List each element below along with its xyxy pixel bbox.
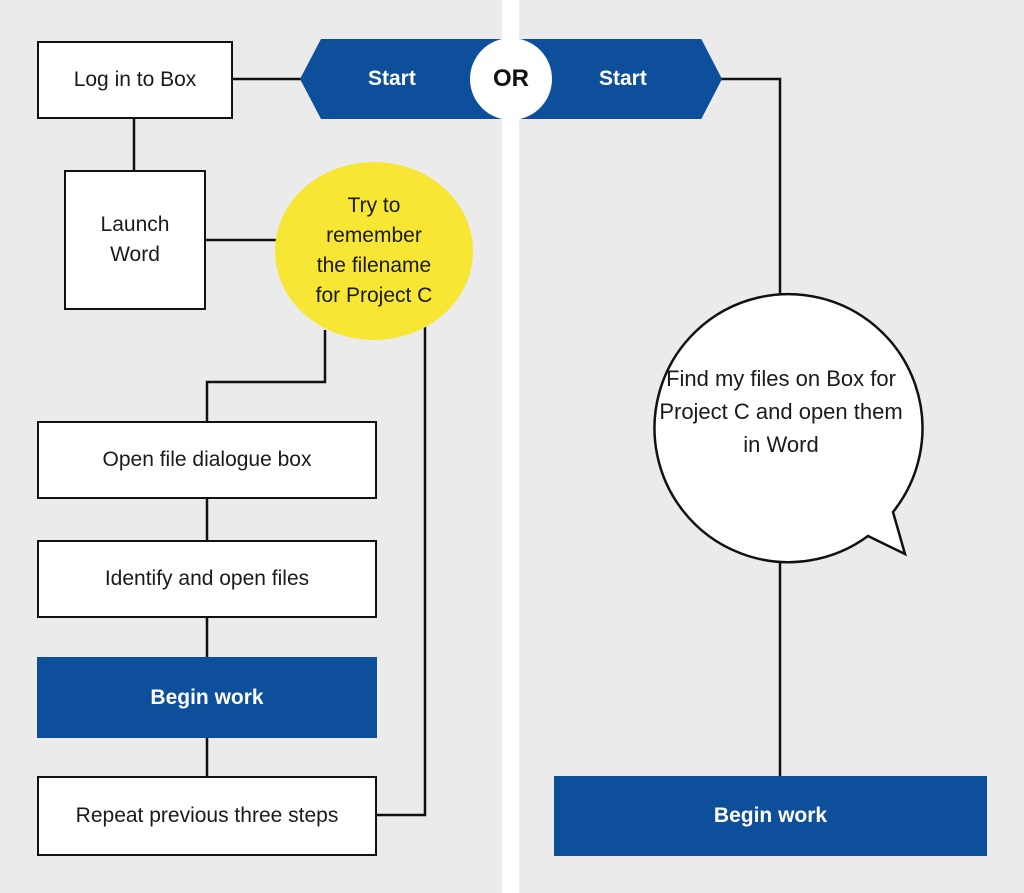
begin-work-left-label: Begin work	[150, 685, 264, 709]
or-label: OR	[493, 65, 529, 92]
log-in-to-box-step: Log in to Box	[37, 41, 233, 119]
identify-open-files-label: Identify and open files	[104, 567, 310, 590]
connector-remember-dialogue	[205, 330, 327, 423]
repeat-steps-step: Repeat previous three steps	[37, 776, 377, 856]
begin-work-right: Begin work	[554, 776, 987, 856]
start-left-label: Start	[368, 67, 416, 90]
repeat-steps-label: Repeat previous three steps	[75, 804, 339, 827]
start-right-label: Start	[599, 67, 647, 90]
find-files-label: Find my files on Box for Project C and o…	[659, 366, 903, 457]
remember-filename-label: Try to remember the filename for Project…	[315, 194, 433, 307]
speech-bubble	[653, 292, 924, 564]
open-file-dialogue-label: Open file dialogue box	[102, 448, 312, 471]
log-in-to-box-label: Log in to Box	[73, 68, 197, 91]
identify-open-files-step: Identify and open files	[37, 540, 377, 618]
connector-repeat-loop	[375, 322, 427, 817]
launch-word-step: Launch Word	[64, 170, 206, 310]
launch-word-label: Launch Word	[100, 213, 170, 266]
connector-right-start-bubble	[718, 77, 782, 295]
or-separator-badge: OR	[470, 38, 552, 120]
open-file-dialogue-step: Open file dialogue box	[37, 421, 377, 499]
begin-work-right-label: Begin work	[713, 804, 828, 827]
begin-work-left: Begin work	[37, 657, 377, 738]
remember-filename-circle: Try to remember the filename for Project…	[275, 162, 473, 340]
